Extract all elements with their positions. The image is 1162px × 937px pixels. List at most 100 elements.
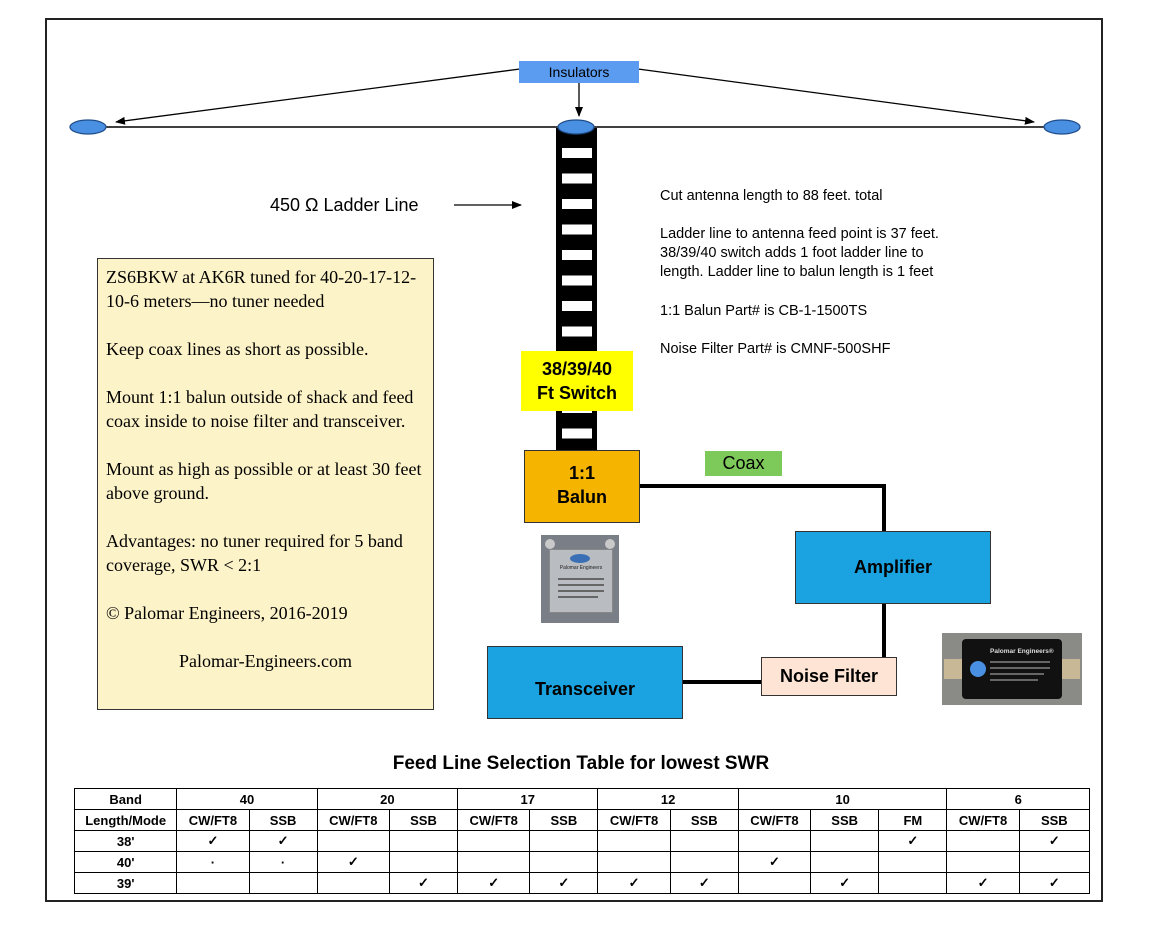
filter-photo-brand: Palomar Engineers® xyxy=(990,648,1054,655)
table-cell xyxy=(388,830,459,852)
balun-photo-brand: Palomar Engineers xyxy=(559,565,603,571)
table-cell xyxy=(878,851,948,873)
insulator-left xyxy=(69,119,107,135)
ladder-rung xyxy=(562,428,592,439)
mode-cell: CW/FT8 xyxy=(737,809,812,831)
filter-photo-logo xyxy=(970,661,986,677)
coax-label: Coax xyxy=(705,451,782,476)
note-balun-part: 1:1 Balun Part# is CB-1-1500TS xyxy=(660,303,868,319)
table-cell: · xyxy=(176,851,250,873)
switch-box: 38/39/40 Ft Switch xyxy=(521,351,633,411)
band-cell: 12 xyxy=(597,788,739,810)
balun-label-line1: 1:1 xyxy=(568,463,595,483)
table-cell xyxy=(946,830,1020,852)
table-cell xyxy=(669,830,739,852)
table-cell: ✓ xyxy=(1018,872,1091,894)
ladder-line-label: 450 Ω Ladder Line xyxy=(270,195,419,215)
table-cell xyxy=(597,830,671,852)
table-cell xyxy=(810,830,880,852)
table-cell: · xyxy=(248,851,318,873)
table-cell: ✓ xyxy=(457,872,531,894)
note-feed-point-line2: 38/39/40 switch adds 1 foot ladder line … xyxy=(660,245,924,261)
table-cell: ✓ xyxy=(946,872,1020,894)
table-cell: ✓ xyxy=(529,872,599,894)
balun-box: 1:1 Balun xyxy=(524,450,640,523)
table-cell xyxy=(176,872,250,894)
band-cell: 6 xyxy=(946,788,1090,810)
noise-filter-box: Noise Filter xyxy=(761,657,897,696)
balun-photo-stud-right xyxy=(605,539,615,549)
insulators-label: Insulators xyxy=(519,61,639,83)
ladder-rung xyxy=(562,148,592,158)
ladder-rung xyxy=(562,301,592,311)
info-coax: Keep coax lines as short as possible. xyxy=(106,339,369,359)
info-tuning: ZS6BKW at AK6R tuned for 40-20-17-12-10-… xyxy=(106,267,417,311)
band-cell: 10 xyxy=(737,788,948,810)
length-cell: 38' xyxy=(73,830,178,852)
ladder-rung xyxy=(562,275,592,286)
table-cell xyxy=(1018,851,1091,873)
mode-cell: CW/FT8 xyxy=(176,809,250,831)
table-band-row: Band 40 20 17 12 10 6 xyxy=(73,788,1090,810)
mode-cell: SSB xyxy=(248,809,318,831)
table-cell xyxy=(737,872,812,894)
info-copyright: © Palomar Engineers, 2016-2019 xyxy=(106,603,348,623)
amplifier-box: Amplifier xyxy=(795,531,991,604)
table-cell: ✓ xyxy=(176,830,250,852)
ladder-rung xyxy=(562,326,592,337)
ladder-rung xyxy=(562,224,592,235)
note-feed-point: Ladder line to antenna feed point is 37 … xyxy=(660,225,939,282)
length-cell: 39' xyxy=(73,872,178,894)
transceiver-box: Transceiver xyxy=(487,646,683,719)
info-balun-mount: Mount 1:1 balun outside of shack and fee… xyxy=(106,387,414,431)
table-row: 38'✓✓✓✓ xyxy=(73,830,1091,852)
filter-photo-body: Palomar Engineers® xyxy=(962,639,1062,699)
switch-label-line2: Ft Switch xyxy=(537,383,617,403)
band-cell: 20 xyxy=(316,788,459,810)
ladder-rung xyxy=(562,250,592,260)
mode-header-cell: Length/Mode xyxy=(73,809,178,831)
mode-cell: SSB xyxy=(810,809,880,831)
table-row: 40'··✓✓ xyxy=(73,851,1091,873)
table-row: 39'✓✓✓✓✓✓✓✓ xyxy=(73,872,1091,894)
note-filter-part: Noise Filter Part# is CMNF-500SHF xyxy=(660,341,891,357)
table-cell xyxy=(388,851,459,873)
table-cell xyxy=(316,872,390,894)
table-title: Feed Line Selection Table for lowest SWR xyxy=(392,753,770,774)
table-cell: ✓ xyxy=(1018,830,1091,852)
table-cell: ✓ xyxy=(316,851,390,873)
feed-line-table: Band 40 20 17 12 10 6 Length/Mode CW/FT8… xyxy=(73,788,1091,894)
band-cell: 40 xyxy=(176,788,318,810)
table-cell xyxy=(316,830,390,852)
balun-photo: Palomar Engineers xyxy=(541,535,619,623)
balun-photo-body: Palomar Engineers xyxy=(549,549,613,613)
mode-cell: CW/FT8 xyxy=(946,809,1020,831)
coax-balun-to-amplifier xyxy=(640,484,886,531)
table-cell xyxy=(457,830,531,852)
table-cell xyxy=(669,851,739,873)
balun-photo-stud-left xyxy=(545,539,555,549)
mode-cell: CW/FT8 xyxy=(457,809,531,831)
mode-cell: SSB xyxy=(529,809,599,831)
table-cell xyxy=(457,851,531,873)
mode-cell: FM xyxy=(878,809,948,831)
ladder-rung xyxy=(562,199,592,209)
table-cell xyxy=(597,851,671,873)
insulator-center xyxy=(557,119,595,135)
note-feed-point-line3: length. Ladder line to balun length is 1… xyxy=(660,264,934,280)
note-cut-length: Cut antenna length to 88 feet. total xyxy=(660,188,883,204)
table-cell xyxy=(529,851,599,873)
arrow-right-insulator xyxy=(637,68,1035,125)
table-cell xyxy=(529,830,599,852)
info-height: Mount as high as possible or at least 30… xyxy=(106,459,422,503)
info-website: Palomar-Engineers.com xyxy=(178,651,353,671)
table-cell: ✓ xyxy=(248,830,318,852)
table-cell: ✓ xyxy=(597,872,671,894)
length-cell: 40' xyxy=(73,851,178,873)
diagram-frame xyxy=(45,18,1103,902)
table-cell: ✓ xyxy=(737,851,812,873)
table-cell: ✓ xyxy=(388,872,459,894)
noise-filter-photo: Palomar Engineers® xyxy=(942,633,1082,705)
